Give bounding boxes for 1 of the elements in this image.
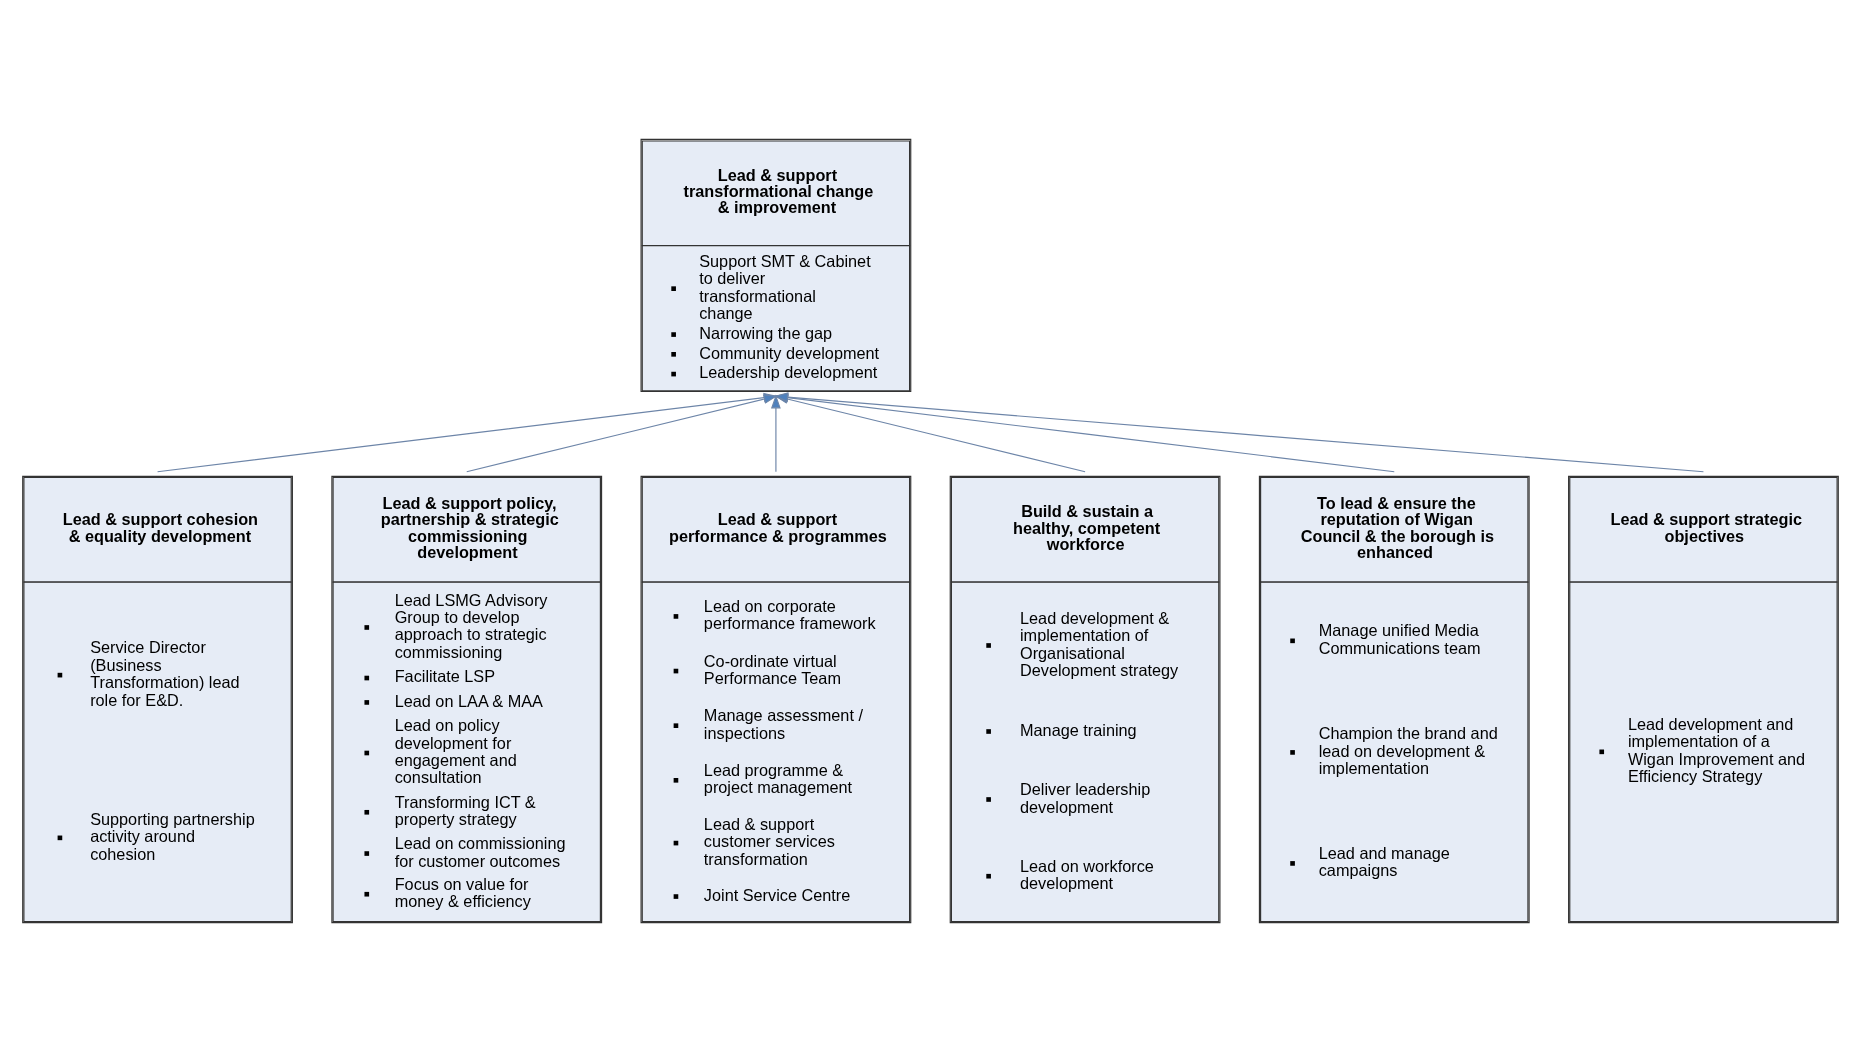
arrow [771,393,781,472]
